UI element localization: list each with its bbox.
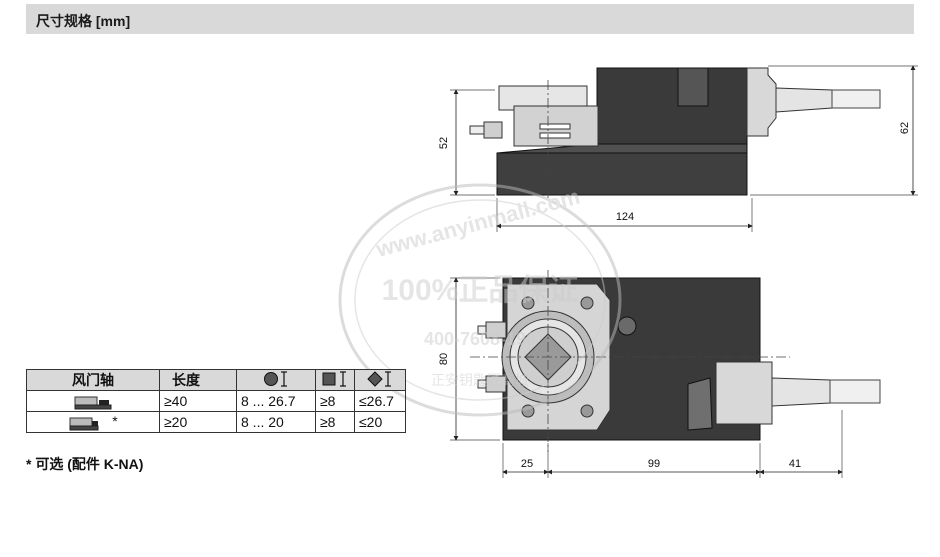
dim-25: 25 (521, 458, 533, 470)
row-length: ≥20 (159, 411, 237, 433)
header-shaft: 风门轴 (26, 369, 160, 391)
footnote: * 可选 (配件 K-NA) (26, 456, 144, 472)
side-clamp-slot1 (539, 123, 571, 130)
top-cable-gland (715, 361, 773, 425)
dim-80: 80 (438, 353, 450, 365)
side-clamp-block (513, 105, 599, 147)
dim-124: 124 (616, 211, 634, 223)
header-round (236, 369, 316, 391)
table-header-row: 风门轴 长度 (26, 369, 406, 391)
square-shaft-icon (322, 370, 346, 387)
section-title: 尺寸规格 [mm] (36, 13, 131, 29)
top-view: 80 25 99 41 (438, 270, 881, 478)
table-row: * ≥20 8 ... 20 ≥8 ≤20 (26, 411, 406, 433)
side-bolt-head (483, 121, 503, 139)
top-bolt-2 (485, 375, 507, 393)
shaft-long-icon (74, 396, 112, 410)
side-clamp-slot2 (539, 132, 571, 139)
top-bolt-1-stub (477, 325, 487, 335)
side-base-slope (496, 143, 748, 154)
side-bolt (469, 125, 485, 135)
side-cable (831, 89, 881, 109)
shaft-cell: * (26, 411, 160, 433)
dim-62: 62 (899, 122, 911, 134)
top-screw-2 (580, 296, 594, 310)
round-shaft-icon (264, 370, 287, 387)
top-lever (687, 377, 713, 431)
shaft-cell (26, 390, 160, 412)
top-screw-4 (580, 404, 594, 418)
dim-99: 99 (648, 458, 660, 470)
top-cable (829, 379, 881, 404)
header-square (315, 369, 355, 391)
top-indicator (617, 316, 637, 336)
header-length: 长度 (159, 369, 237, 391)
top-cable-cone (771, 377, 831, 407)
side-base (496, 152, 748, 196)
row-square: ≥8 (315, 411, 355, 433)
side-cable-cone (775, 87, 833, 113)
side-housing-window (677, 67, 709, 107)
side-housing-top (596, 67, 748, 145)
dim-41: 41 (789, 458, 801, 470)
row-round: 8 ... 20 (236, 411, 316, 433)
top-bolt-1 (485, 321, 507, 339)
header-diamond (354, 369, 406, 391)
row-asterisk: * (112, 413, 118, 430)
shaft-short-icon (69, 417, 99, 431)
side-view: 52 62 124 (438, 65, 918, 232)
row-length: ≥40 (159, 390, 237, 412)
top-screw-3 (521, 404, 535, 418)
diamond-shaft-icon (367, 370, 391, 387)
row-round: 8 ... 26.7 (236, 390, 316, 412)
row-square: ≥8 (315, 390, 355, 412)
row-diamond: ≤26.7 (354, 390, 406, 412)
dim-52: 52 (438, 137, 450, 149)
top-bolt-2-stub (477, 379, 487, 389)
table-row: ≥40 8 ... 26.7 ≥8 ≤26.7 (26, 390, 406, 412)
row-diamond: ≤20 (354, 411, 406, 433)
shaft-spec-table: 风门轴 长度 (26, 369, 406, 433)
side-cable-gland (746, 67, 777, 137)
top-screw-1 (521, 296, 535, 310)
section-header: 尺寸规格 [mm] (26, 4, 914, 34)
